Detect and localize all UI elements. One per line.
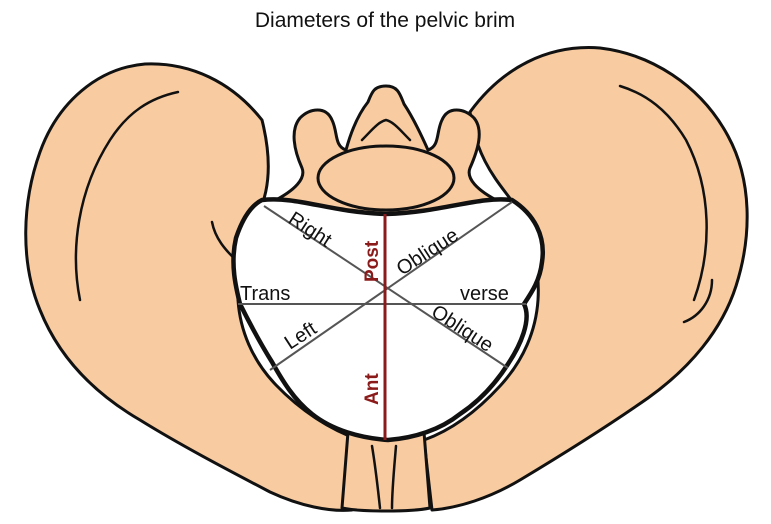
label-trans: Trans (240, 283, 290, 305)
label-ant: Ant (362, 373, 383, 405)
right-iliac-inner-curve (682, 278, 714, 324)
pelvic-inlet (231, 197, 545, 443)
vertebral-body (316, 144, 456, 212)
spinous-process-outline (360, 118, 412, 142)
diagram-title: Diameters of the pelvic brim (255, 9, 515, 32)
right-iliac-crest-line (618, 84, 708, 302)
left-oblique-diameter-line (269, 201, 513, 371)
label-verse: verse (460, 283, 509, 305)
label-post: Post (362, 240, 383, 282)
symphysis-line (370, 444, 398, 510)
left-iliac-crest-line (74, 90, 180, 302)
pubic-symphysis (340, 430, 432, 513)
